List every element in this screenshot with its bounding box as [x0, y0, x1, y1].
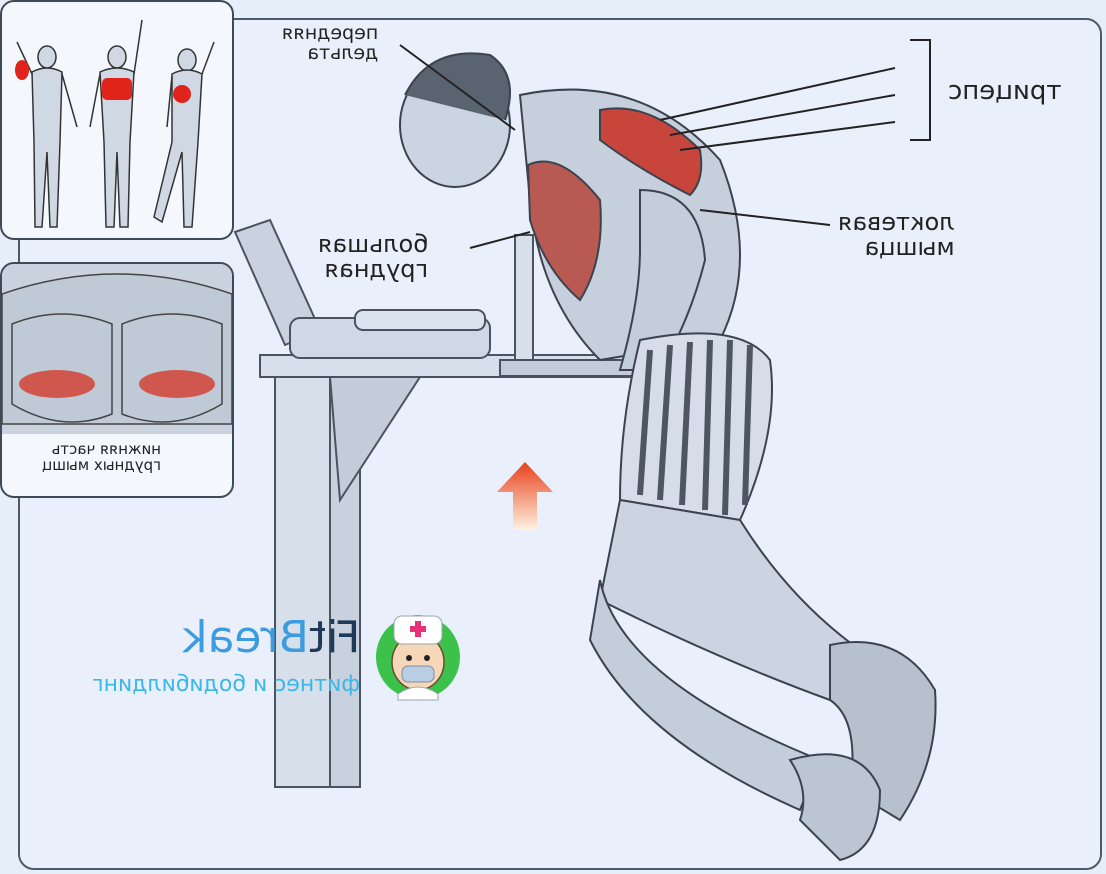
logo-name-break: Break: [181, 612, 309, 663]
athlete-figure: [399, 52, 937, 862]
label-elbow-muscle-line2: мышца: [864, 233, 955, 262]
lower-chest-inset: нижняя часть грудных мышц: [0, 262, 234, 498]
chest-muscles-illustration: [2, 264, 232, 434]
label-pec-major-line2: грудная: [324, 255, 429, 284]
muscle-figures-inset: [0, 0, 234, 240]
doctor-avatar-icon: [376, 615, 460, 701]
logo-name: FitBreak: [182, 612, 360, 663]
fitbreak-logo: FitBreak фитнес и бодибилдинг: [92, 612, 470, 722]
label-triceps: трицепс: [948, 76, 1062, 106]
label-front-delt-line1: передняя: [282, 22, 379, 44]
label-front-delt: передняя дельта: [282, 22, 379, 64]
logo-tagline: фитнес и бодибилдинг: [91, 672, 360, 697]
label-elbow-muscle-line1: локтевая: [838, 208, 955, 236]
label-front-delt-line2: дельта: [307, 41, 379, 64]
logo-name-fit: Fit: [308, 612, 360, 663]
label-elbow-muscle: локтевая мышца: [838, 208, 955, 262]
label-pec-major-line1: большая: [318, 230, 429, 258]
label-lower-chest: нижняя часть грудных мышц: [42, 440, 162, 474]
muscle-figures-illustration: [15, 19, 215, 228]
label-pec-major: большая грудная: [318, 230, 429, 284]
callout-lines: [399, 39, 931, 249]
up-arrow-icon: [497, 462, 553, 530]
label-lower-chest-line2: грудных мышц: [42, 455, 162, 474]
